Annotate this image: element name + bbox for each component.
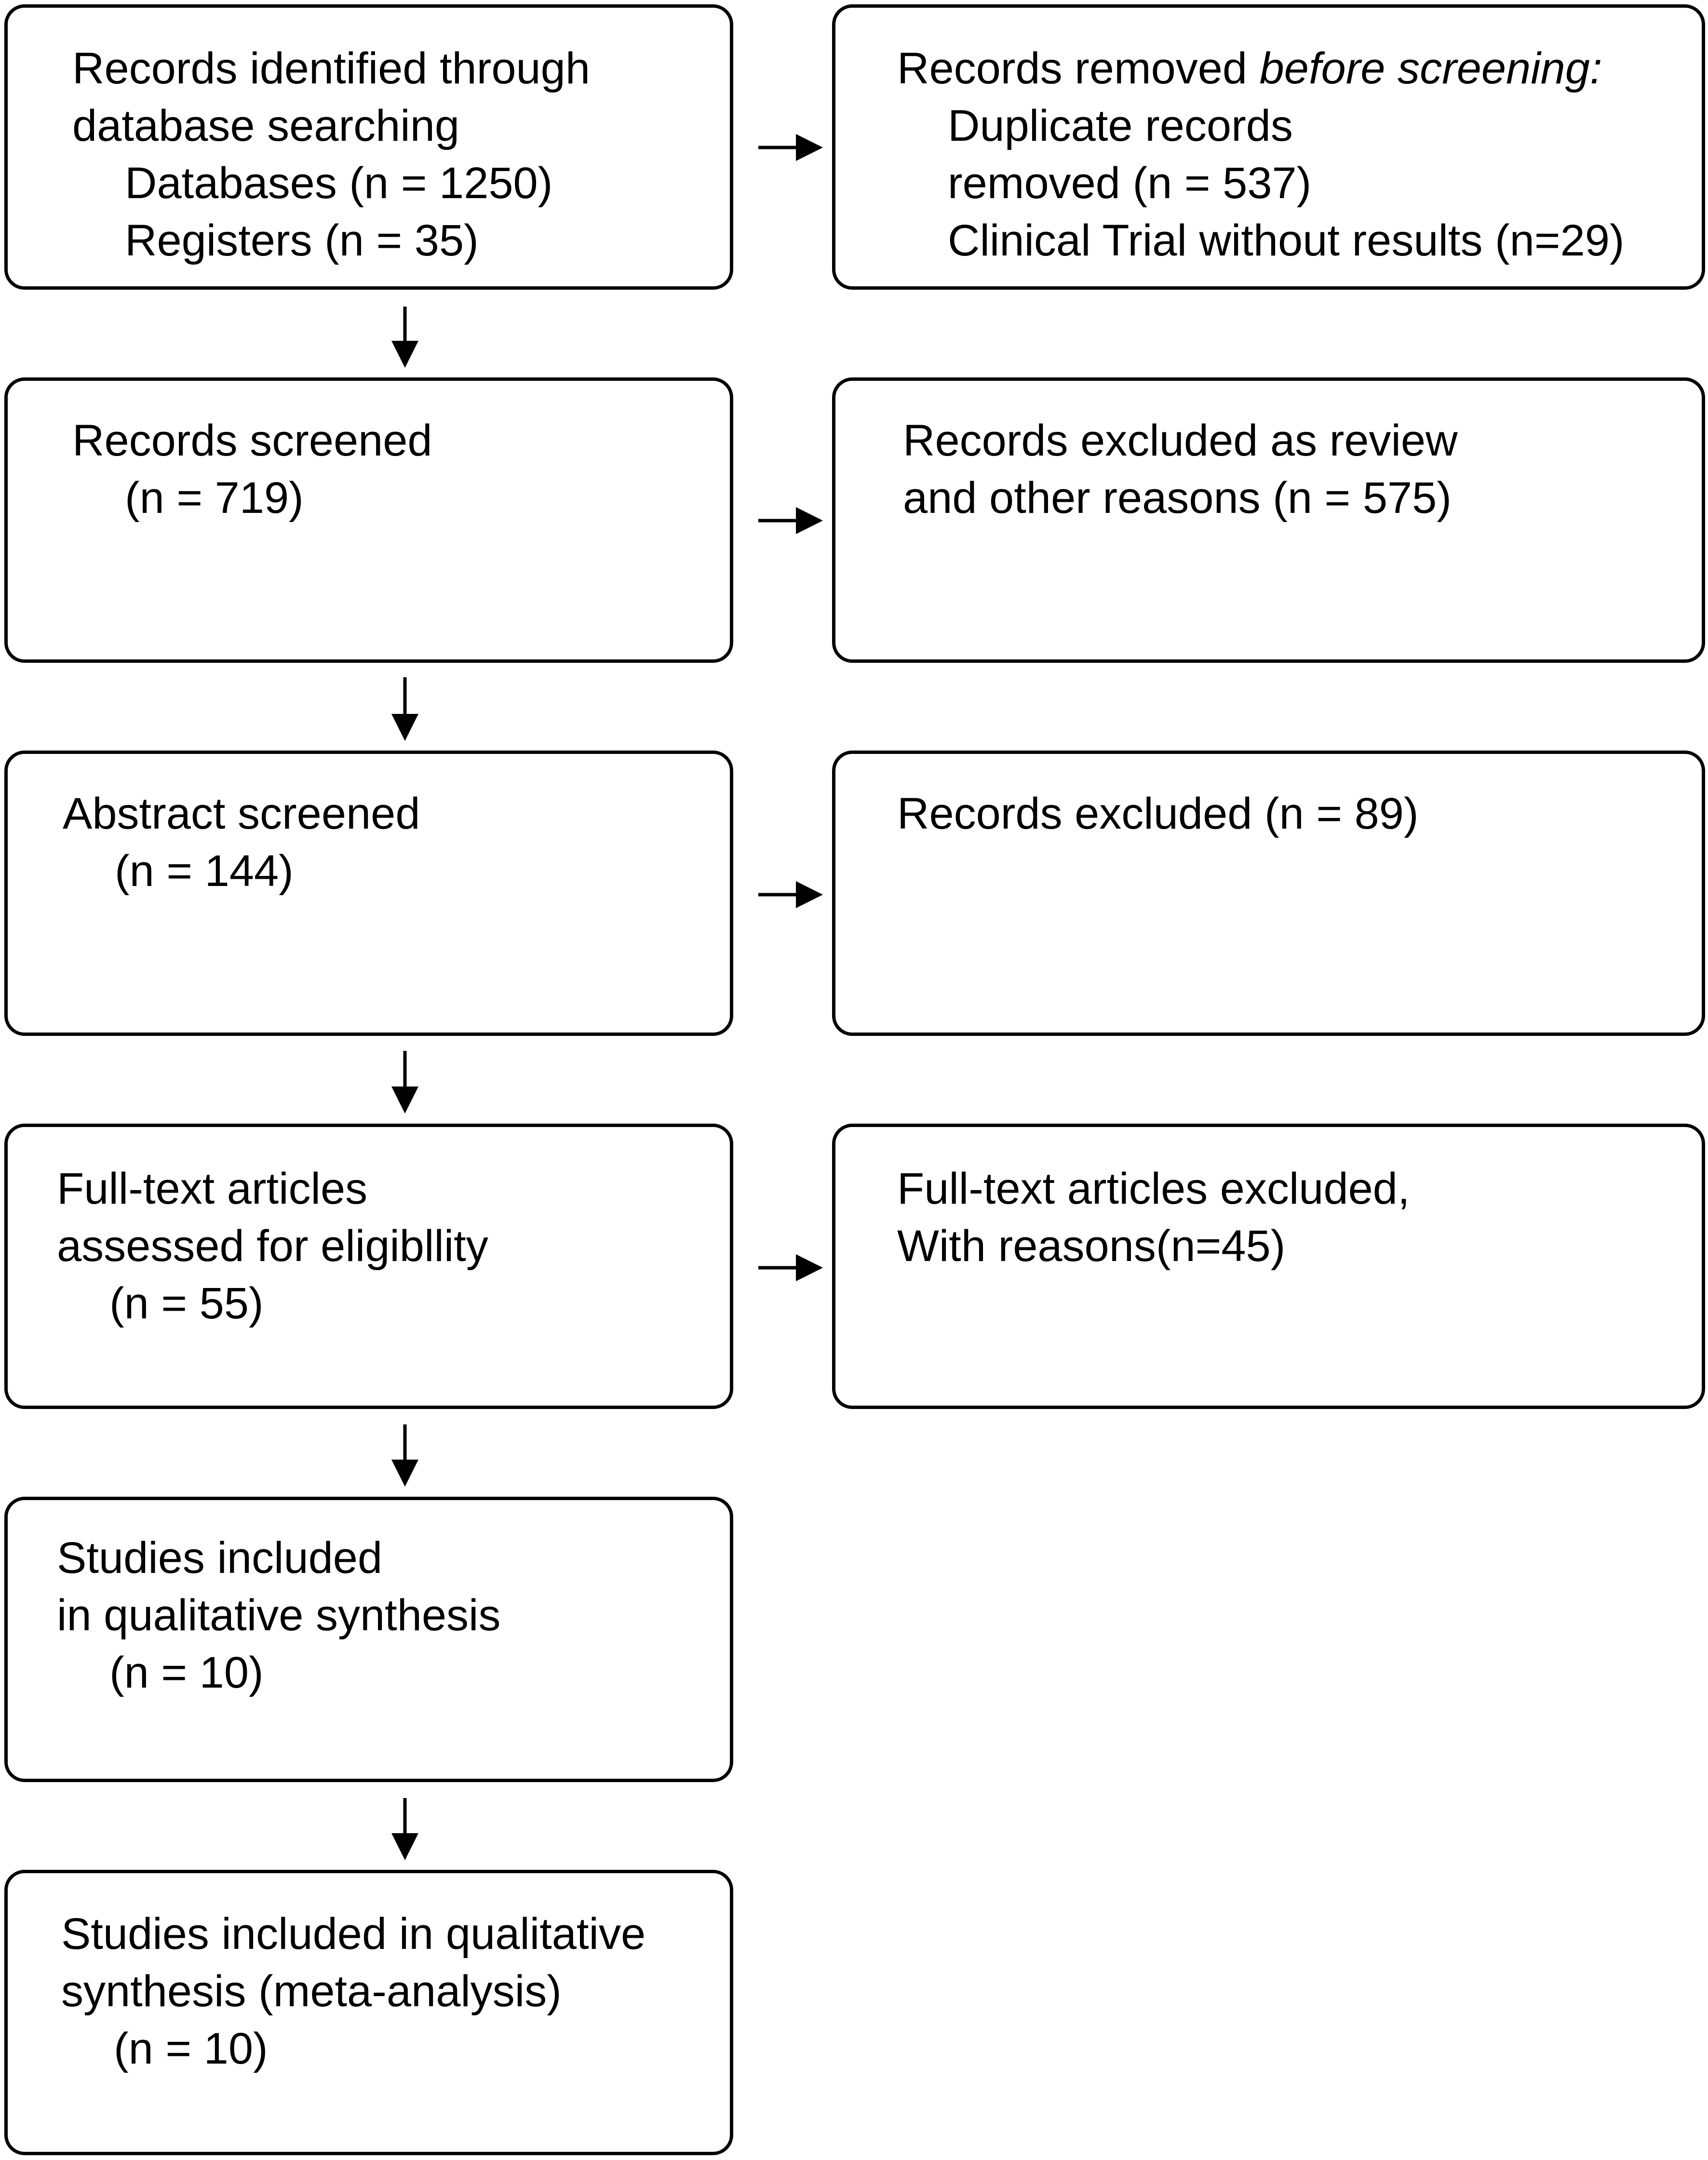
- records-excluded-box: Records excluded (n = 89): [832, 751, 1705, 1036]
- abstract-screened-count: (n = 144): [115, 846, 294, 896]
- full-text-excluded-line-2: With reasons(n=45): [897, 1221, 1286, 1271]
- qualitative-line-1: Studies included: [57, 1533, 383, 1583]
- records-excluded-label: Records excluded (n = 89): [897, 789, 1419, 838]
- meta-analysis-line-2: synthesis (meta-analysis): [61, 1967, 562, 2016]
- qualitative-count: (n = 10): [109, 1648, 264, 1697]
- full-text-line-1: Full-text articles: [57, 1164, 368, 1213]
- meta-analysis-count: (n = 10): [114, 2024, 268, 2073]
- identification-line-2: database searching: [72, 101, 460, 150]
- registers-count: Registers (n = 35): [125, 216, 479, 265]
- records-screened-label: Records screened: [72, 416, 432, 465]
- clinical-trial-count: Clinical Trial without results (n=29): [948, 216, 1625, 265]
- qualitative-line-2: in qualitative synthesis: [57, 1591, 501, 1640]
- meta-analysis-box: Studies included in qualitative synthesi…: [4, 1870, 733, 2155]
- databases-count: Databases (n = 1250): [125, 159, 553, 208]
- excluded-review-line-2: and other reasons (n = 575): [903, 473, 1452, 523]
- records-screened-box: Records screened (n = 719): [4, 377, 733, 663]
- removed-before-screening-box: Records removed before screening: Duplic…: [832, 4, 1705, 290]
- records-screened-count: (n = 719): [125, 473, 304, 523]
- full-text-count: (n = 55): [109, 1279, 264, 1328]
- excluded-review-line-1: Records excluded as review: [903, 416, 1458, 465]
- identification-box: Records identified through database sear…: [4, 4, 733, 290]
- removed-label-italic: before screening:: [1259, 44, 1602, 93]
- removed-line-1: Records removed before screening:: [897, 46, 1602, 91]
- full-text-excluded-box: Full-text articles excluded, With reason…: [832, 1124, 1705, 1409]
- full-text-excluded-line-1: Full-text articles excluded,: [897, 1164, 1410, 1213]
- qualitative-synthesis-box: Studies included in qualitative synthesi…: [4, 1497, 733, 1782]
- full-text-line-2: assessed for eligibllity: [57, 1221, 488, 1271]
- identification-line-1: Records identified through: [72, 44, 590, 93]
- abstract-screened-box: Abstract screened (n = 144): [4, 751, 733, 1036]
- meta-analysis-line-1: Studies included in qualitative: [61, 1909, 646, 1959]
- abstract-screened-label: Abstract screened: [63, 789, 420, 838]
- removed-label: Records removed: [897, 44, 1260, 93]
- full-text-box: Full-text articles assessed for eligibll…: [4, 1124, 733, 1409]
- duplicate-records-count: removed (n = 537): [948, 159, 1312, 208]
- duplicate-records-label: Duplicate records: [948, 101, 1293, 150]
- excluded-review-box: Records excluded as review and other rea…: [832, 377, 1705, 663]
